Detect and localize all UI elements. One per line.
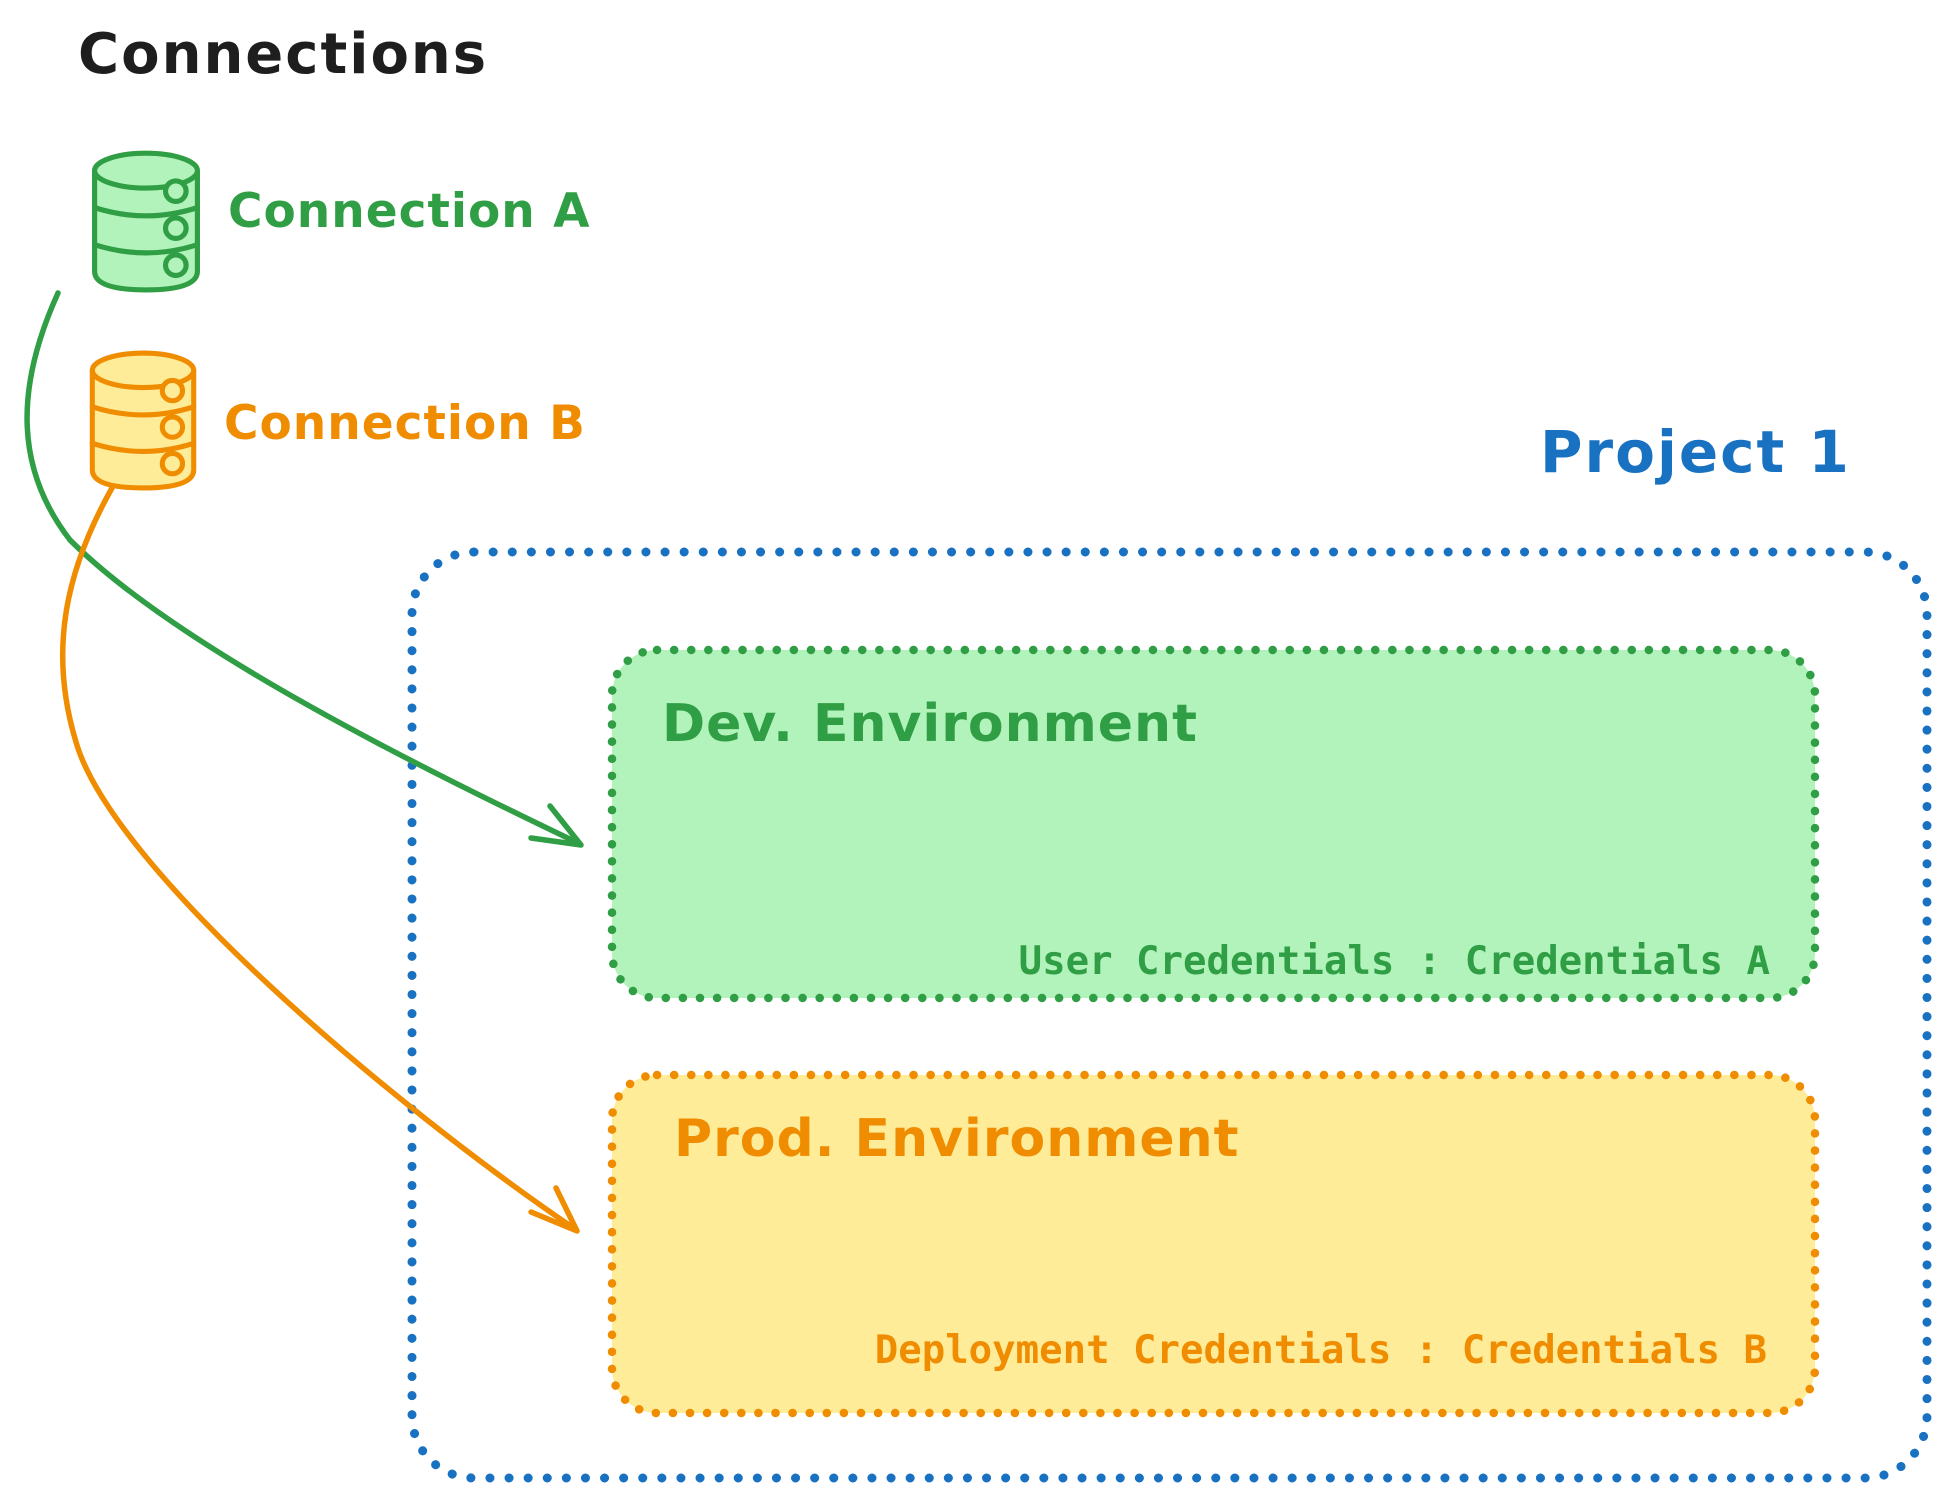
connection-a-label: Connection A (228, 184, 591, 239)
project-title: Project 1 (1540, 418, 1851, 486)
dev-environment-box: Dev. Environment User Credentials : Cred… (612, 650, 1815, 998)
dev-environment-label: Dev. Environment (662, 694, 1198, 754)
prod-environment-label: Prod. Environment (674, 1109, 1240, 1169)
database-icon (89, 350, 197, 491)
database-icon (92, 150, 200, 293)
connection-b-label: Connection B (224, 396, 586, 451)
prod-credentials-text: Deployment Credentials : Credentials B (874, 1328, 1767, 1373)
prod-environment-box: Prod. Environment Deployment Credentials… (612, 1075, 1815, 1413)
connections-title: Connections (78, 22, 489, 87)
dev-credentials-text: User Credentials : Credentials A (1018, 939, 1770, 984)
